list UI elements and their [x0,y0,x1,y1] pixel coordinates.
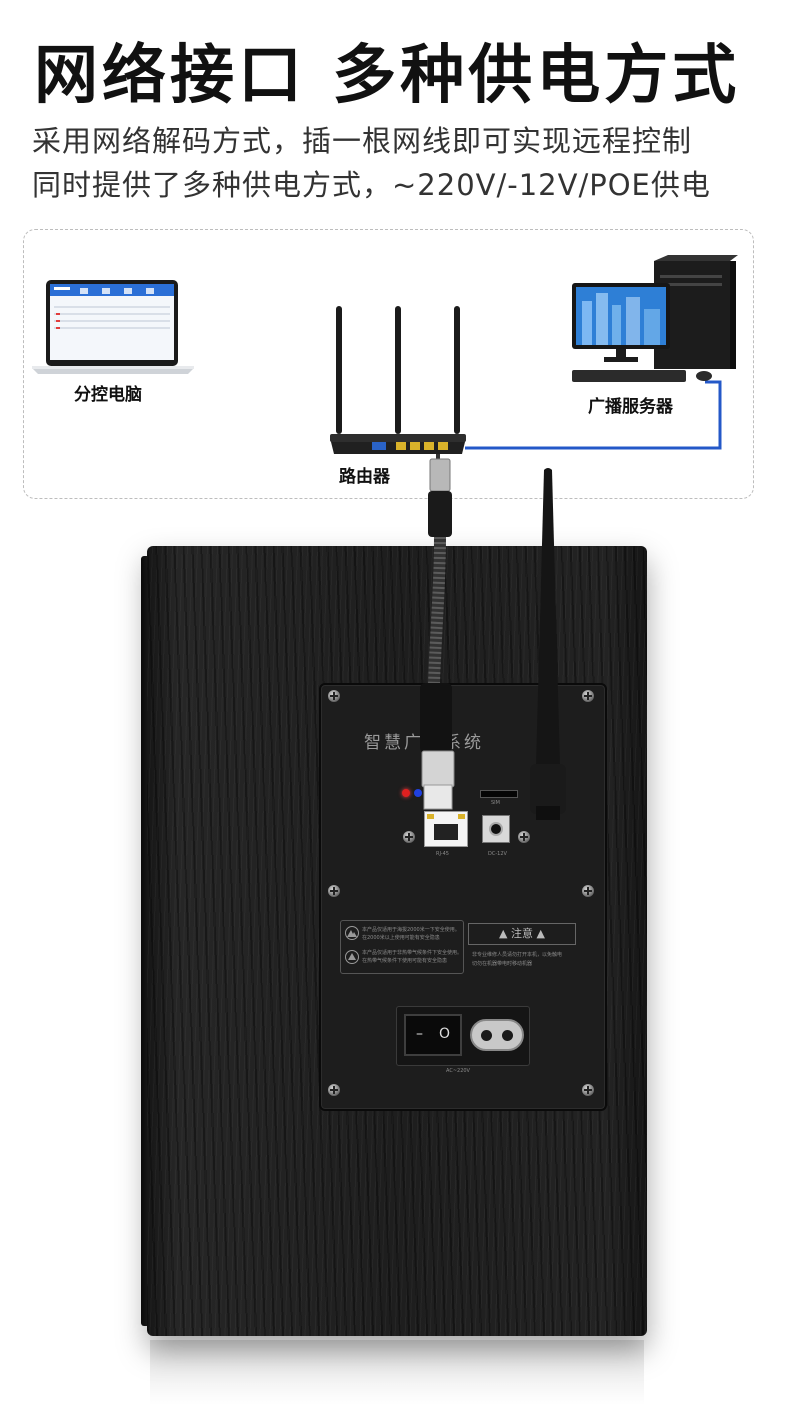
subtitle-line-1: 采用网络解码方式，插一根网线即可实现远程控制 [32,124,693,158]
panel-screw [328,885,340,897]
network-diagram-frame [23,229,754,499]
switch-on-mark: O [439,1026,451,1042]
notice-left-line-4: 在热带气候条件下使用可能有安全隐患 [362,958,448,964]
mountain-icon [345,926,359,940]
ac-power-socket[interactable] [470,1019,524,1051]
speaker-reflection [150,1340,644,1405]
sim-card-slot [480,790,518,798]
dc-jack-hole [489,822,503,836]
router-label: 路由器 [339,467,390,487]
panel-screw [582,690,594,702]
dc-label: DC-12V [488,851,507,857]
subtitle-line-2: 同时提供了多种供电方式，~220V/-12V/POE供电 [32,168,711,202]
panel-screw [328,690,340,702]
rj45-socket [434,824,458,840]
ac-label: AC~220V [446,1068,470,1074]
dc-power-jack[interactable] [482,815,510,843]
notice-box-left [340,920,464,974]
panel-screw [518,831,530,843]
switch-off-mark: – [416,1026,423,1042]
warning-title: 注意 [511,927,533,940]
panel-screw [403,831,415,843]
status-led-blue [414,789,422,797]
laptop-icon [32,280,194,374]
climate-icon [345,950,359,964]
port-led-right [458,814,465,819]
warning-triangle-icon: ▲ [536,927,545,940]
desktop-computer-icon [572,255,738,382]
sim-label: SIM [491,800,500,806]
notice-left-line-2: 在2000米以上使用可能有安全隐患 [362,935,440,941]
headline: 网络接口 多种供电方式 [34,39,741,113]
power-switch[interactable]: – O [404,1014,462,1056]
warning-header: ▲ 注意 ▲ [468,923,576,945]
rj45-label: RJ-45 [436,851,449,857]
speaker-side-edge [141,556,151,1326]
wifi-antenna [530,468,566,820]
port-led-left [427,814,434,819]
laptop-label: 分控电脑 [74,385,142,405]
panel-screw [582,1084,594,1096]
panel-screw [582,885,594,897]
rj45-port[interactable] [424,811,468,847]
server-label: 广播服务器 [588,397,673,417]
notice-left-line-1: 本产品仅适用于海拔2000米一下安全使用。 [362,927,460,933]
warning-triangle-icon: ▲ [499,927,508,940]
router-icon [330,306,466,454]
status-led-red [402,789,410,797]
panel-screw [328,1084,340,1096]
notice-left-line-3: 本产品仅适用于非热带气候条件下安全使用。 [362,950,463,956]
notice-right-line-2: 切勿在机器带电时移动机器 [472,961,533,967]
network-cable [420,458,455,810]
notice-right-line-1: 非专业维修人员请勿打开本机，以免触电 [472,952,563,958]
